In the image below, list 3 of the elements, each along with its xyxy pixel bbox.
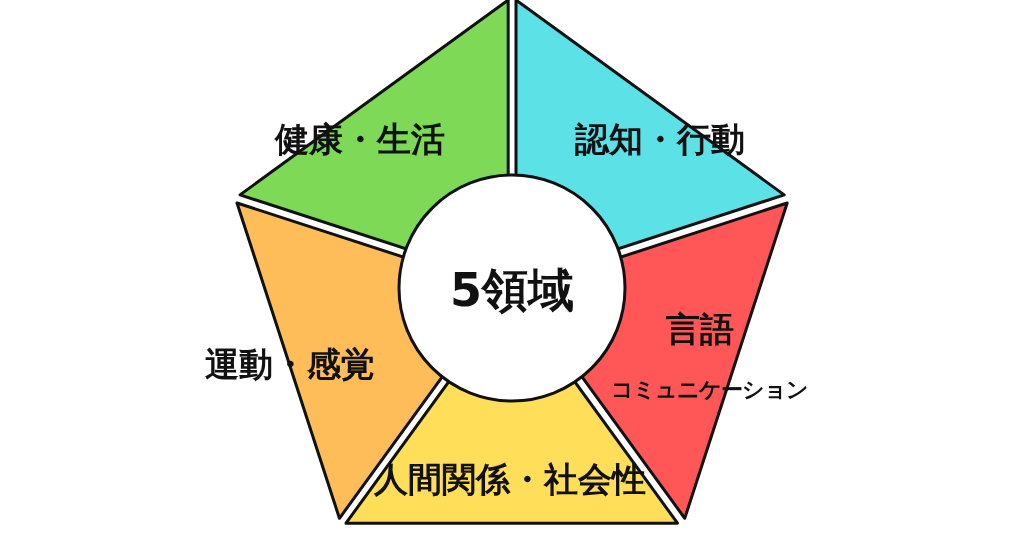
center-label: 5領域 (450, 264, 574, 316)
segment-label: 人間関係・社会性 (374, 461, 646, 499)
segment-label: 言語 (666, 311, 734, 349)
